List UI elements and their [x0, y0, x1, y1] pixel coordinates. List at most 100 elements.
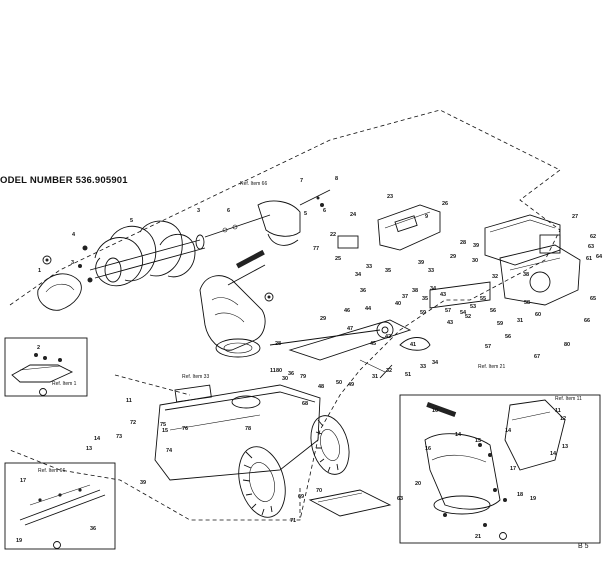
part-number: 34: [432, 360, 439, 366]
model-number-header: ODEL NUMBER 536.905901: [0, 175, 128, 186]
part-number: 53: [470, 304, 476, 310]
part-callouts: 1 2 3 3 4 5 5 6 6 7 8 9 10 11 11 11 12 1…: [16, 176, 603, 544]
engine-and-panel: [337, 204, 581, 306]
part-number: 57: [445, 308, 451, 314]
part-number: 42: [385, 334, 391, 340]
part-number: 34: [430, 286, 437, 292]
part-number: 73: [116, 434, 122, 440]
assembly-boundary: [9, 109, 561, 521]
part-number: 16: [425, 446, 431, 452]
part-number: 65: [590, 296, 596, 302]
ref-item-33-label: Ref. Item 33: [182, 374, 209, 380]
part-number: 32: [492, 274, 498, 280]
part-number: 7: [300, 178, 303, 184]
part-number: 12: [560, 416, 566, 422]
page-code: B 5: [578, 543, 589, 550]
part-number: 39: [473, 243, 479, 249]
part-number: 10: [432, 408, 438, 414]
part-number: 56: [505, 334, 511, 340]
part-number: 17: [510, 466, 516, 472]
part-number: 5: [304, 211, 307, 217]
part-number: 28: [460, 240, 466, 246]
part-number: 38: [412, 288, 418, 294]
part-number: 4: [72, 232, 76, 238]
part-number: 2: [37, 345, 40, 351]
part-number: 27: [572, 214, 578, 220]
part-number: 21: [475, 534, 481, 540]
part-number: 31: [517, 318, 523, 324]
part-number: 9: [425, 214, 428, 220]
part-number: 11: [126, 398, 132, 404]
part-number: 30: [472, 258, 478, 264]
part-number: 18: [517, 492, 523, 498]
part-number: 34: [355, 272, 362, 278]
skid-plate: [308, 489, 392, 517]
part-number: 68: [302, 401, 308, 407]
part-number: 20: [415, 481, 421, 487]
drive-linkage: [269, 281, 491, 379]
part-number: 48: [318, 384, 324, 390]
part-number: 19: [530, 496, 536, 502]
part-number: 24: [350, 212, 357, 218]
leader-line: [114, 374, 191, 396]
part-number: 75: [160, 422, 166, 428]
part-number: 77: [313, 246, 319, 252]
ref-item-66-inset-label: Ref. Item 66: [38, 468, 65, 474]
ref-item-21-label: Ref. Item 21: [478, 364, 505, 370]
part-number: 69: [298, 494, 304, 500]
part-number: 43: [440, 292, 446, 298]
part-number: 33: [428, 268, 434, 274]
ref-item-1-label: Ref. Item 1: [52, 381, 77, 387]
housing: [154, 384, 350, 518]
part-number: 72: [130, 420, 136, 426]
part-number: 78: [245, 426, 251, 432]
part-number: 19: [16, 538, 22, 544]
part-number: 74: [166, 448, 173, 454]
part-number: 59: [420, 310, 426, 316]
part-number: 66: [584, 318, 590, 324]
part-number: 14: [455, 432, 462, 438]
part-number: 70: [316, 488, 322, 494]
part-number: 13: [86, 446, 92, 452]
part-number: 6: [323, 208, 326, 214]
part-number: 36: [90, 526, 96, 532]
part-number: 44: [365, 306, 372, 312]
part-number: 56: [490, 308, 496, 314]
part-number: 5: [130, 218, 133, 224]
part-number: 49: [348, 382, 354, 388]
part-number: 29: [320, 316, 326, 322]
part-number: 11: [555, 408, 561, 414]
part-number: 43: [447, 320, 453, 326]
part-number: 14: [550, 451, 557, 457]
part-number: 52: [465, 314, 471, 320]
part-number: 80: [276, 368, 282, 374]
part-number: 36: [288, 371, 294, 377]
inset-ref-item-11: [399, 394, 601, 544]
part-number: 25: [335, 256, 341, 262]
part-number: 79: [300, 374, 306, 380]
part-number: 41: [410, 342, 416, 348]
part-number: 39: [418, 260, 424, 266]
part-number: 28: [275, 341, 281, 347]
part-number: 11: [270, 368, 276, 374]
part-number: 13: [562, 444, 568, 450]
part-number: 45: [370, 341, 376, 347]
part-number: 6: [227, 208, 230, 214]
part-number: 40: [395, 301, 401, 307]
inset-ref-item-66: [4, 462, 116, 550]
part-number: 61: [586, 256, 592, 262]
part-number: 17: [20, 478, 26, 484]
part-number: 55: [480, 296, 486, 302]
part-number: 51: [405, 372, 411, 378]
ref-item-66-label: Ref. Item 66: [240, 181, 267, 187]
part-number: 64: [596, 254, 603, 260]
part-number: 60: [535, 312, 541, 318]
part-number: 58: [524, 300, 530, 306]
ref-item-11-label: Ref. Item 11: [555, 396, 582, 402]
part-number: 62: [590, 234, 596, 240]
part-number: 71: [290, 518, 296, 524]
part-number: 47: [347, 326, 353, 332]
part-number: 8: [335, 176, 338, 182]
part-number: 37: [402, 294, 408, 300]
